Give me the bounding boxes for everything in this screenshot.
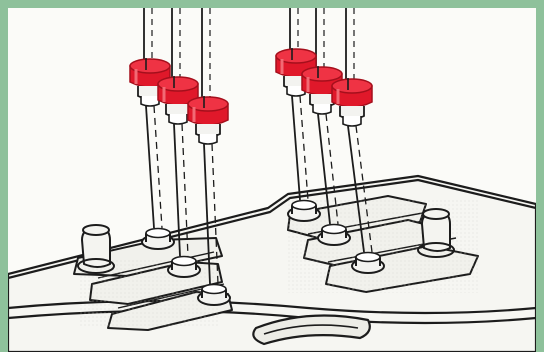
cell-opening-3	[198, 285, 230, 306]
cell-opening-1	[142, 229, 174, 250]
cell-opening-6	[352, 253, 384, 274]
probe-2	[172, 8, 188, 256]
hydrometer-caps	[130, 48, 372, 144]
figure-panel	[8, 8, 536, 352]
cell-opening-2	[168, 257, 200, 278]
battery-illustration	[8, 8, 536, 352]
probe-4	[290, 8, 308, 200]
cell-opening-4	[288, 201, 320, 222]
cell-opening-5	[318, 225, 350, 246]
cap-6	[332, 78, 372, 126]
cap-3	[188, 96, 228, 144]
probe-1	[144, 8, 162, 228]
